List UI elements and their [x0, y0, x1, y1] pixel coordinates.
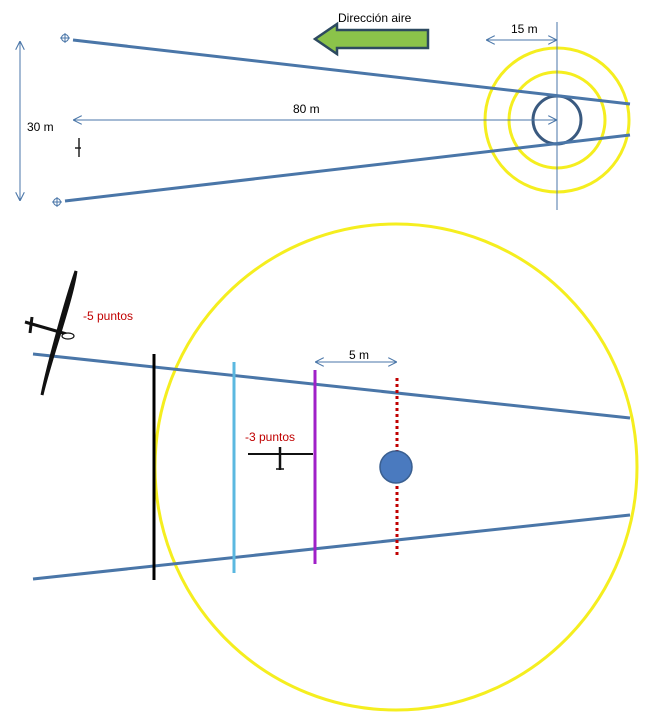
corridor-bottom-line — [32, 513, 631, 581]
glider-large-icon — [24, 270, 78, 396]
crosshair-icon — [60, 33, 70, 43]
radius-label: 15 m — [511, 22, 538, 36]
penalty-3-label: -3 puntos — [245, 430, 295, 444]
corridor-top-line — [72, 38, 631, 106]
corridor-bottom-line — [64, 133, 631, 203]
wind-label: Dirección aire — [338, 11, 412, 25]
crosshair-icon — [52, 197, 62, 207]
width-label: 30 m — [27, 120, 54, 134]
distance-label: 80 m — [293, 102, 320, 116]
target-point — [379, 450, 413, 484]
top-diagram: 30 m 80 m 15 m Dirección aire — [20, 11, 631, 210]
spacing-label: 5 m — [349, 348, 369, 362]
penalty-5-label: -5 puntos — [83, 309, 133, 323]
glider-icon — [75, 138, 81, 157]
wind-arrow-icon — [312, 21, 430, 57]
bottom-diagram: 5 m -5 puntos -3 puntos — [24, 222, 639, 712]
glider-small-icon — [248, 447, 313, 470]
corridor-top-line — [32, 352, 631, 420]
